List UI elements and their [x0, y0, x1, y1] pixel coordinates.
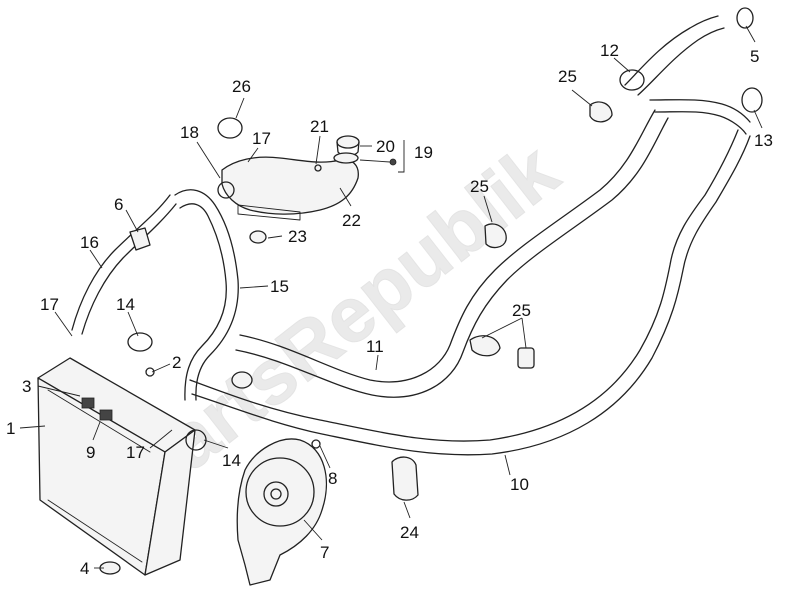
hose-16 — [71, 194, 177, 335]
callout-5: 5 — [750, 47, 759, 66]
callout-23: 23 — [288, 227, 307, 246]
hose-clamps — [127, 7, 763, 451]
callout-24: 24 — [400, 523, 419, 542]
callout-6: 6 — [114, 195, 123, 214]
callout-14a: 14 — [116, 295, 135, 314]
leader-lines — [19, 25, 763, 569]
hose-10 — [189, 129, 751, 456]
callout-20: 20 — [376, 137, 395, 156]
callout-18: 18 — [180, 123, 199, 142]
callout-21: 21 — [310, 117, 329, 136]
hose-upper — [624, 15, 751, 135]
callout-26: 26 — [232, 77, 251, 96]
callout-4: 4 — [80, 559, 89, 578]
sensor-24 — [391, 456, 419, 501]
radiator — [37, 357, 196, 576]
callout-11: 11 — [366, 337, 384, 356]
hose-15 — [174, 189, 239, 401]
callout-9: 9 — [86, 443, 95, 462]
callout-14b: 14 — [222, 451, 241, 470]
callout-25c: 25 — [558, 67, 577, 86]
callout-2: 2 — [172, 353, 181, 372]
callout-22: 22 — [342, 211, 361, 230]
callout-25a: 25 — [470, 177, 489, 196]
callout-7: 7 — [320, 543, 329, 562]
callout-17a: 17 — [40, 295, 59, 314]
callout-8: 8 — [328, 469, 337, 488]
expansion-tank — [217, 156, 359, 221]
callout-16: 16 — [80, 233, 99, 252]
callout-1: 1 — [6, 419, 15, 438]
hose-11 — [235, 109, 669, 398]
callout-19: 19 — [414, 143, 433, 162]
callout-3: 3 — [22, 377, 31, 396]
filler-cap — [333, 135, 360, 164]
callout-labels: 1 2 3 4 5 6 7 8 9 10 11 12 13 14 14 15 1… — [6, 41, 773, 578]
callout-25b: 25 — [512, 301, 531, 320]
small-fittings — [99, 158, 397, 575]
callout-17c: 17 — [126, 443, 145, 462]
callout-17b: 17 — [252, 129, 271, 148]
cooling-fan — [236, 438, 328, 586]
callout-12: 12 — [600, 41, 619, 60]
callout-13: 13 — [754, 131, 773, 150]
callout-15: 15 — [270, 277, 289, 296]
callout-10: 10 — [510, 475, 529, 494]
